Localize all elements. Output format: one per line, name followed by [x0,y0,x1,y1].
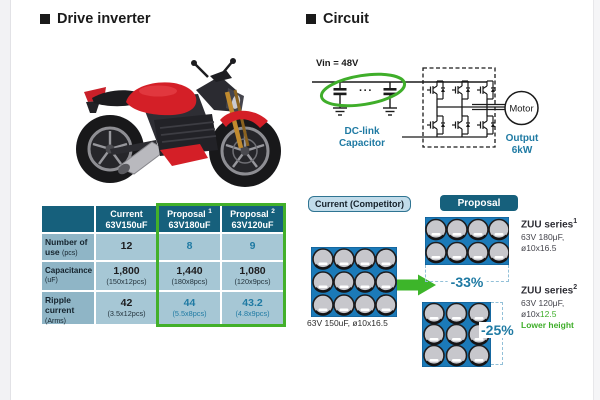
proposal1-size-reduction-bracket: -33% [425,265,509,290]
current-competitor-badge: Current (Competitor) [308,196,411,212]
square-bullet-icon [306,14,316,24]
drive-inverter-title: Drive inverter [40,11,151,27]
output-label-1: Output [506,133,539,144]
cell-capacitance-proposal1: 1,440(180x8pcs) [159,262,220,290]
cell-capacitance-current: 1,800(150x12pcs) [96,262,157,290]
cell-ripple-current: 42(3.5x12pcs) [96,292,157,324]
zuu-series2-info: ZUU series2 63V 120μF, ø10x12.5 Lower he… [521,284,597,331]
green-arrow-icon [397,274,436,296]
table-header-current: Current 63V150uF [96,206,157,232]
current-capacitor-board [311,247,397,317]
inverter-switches [402,80,505,138]
table-header-proposal1: Proposal 1 63V180uF [159,206,220,232]
green-highlight-ellipse [319,72,407,108]
left-edge-strip [0,0,11,400]
circuit-title: Circuit [306,11,369,27]
cell-ripple-proposal2: 43.2(4.8x9pcs) [222,292,283,324]
cell-ripple-proposal1: 44(5.5x8pcs) [159,292,220,324]
motorcycle-image [76,58,281,187]
square-bullet-icon [40,14,50,24]
cell-number-proposal1: 8 [159,234,220,260]
row-label-number-of-use: Number of use (pcs) [42,234,94,260]
output-label-2: 6kW [512,145,533,156]
proposal1-capacitor-board [425,217,509,265]
proposal1-reduction-label: -33% [447,274,487,290]
circuit-title-text: Circuit [323,11,369,27]
proposal-badge: Proposal [440,195,518,211]
motor-circle [504,90,539,126]
zuu-series1-info: ZUU series1 63V 180μF, ø10x16.5 [521,218,578,254]
right-edge-strip [593,0,600,400]
comparison-table: Current 63V150uF Proposal 1 63V180uF Pro… [42,206,283,325]
current-board-caption: 63V 150uF, ø10x16.5 [307,318,388,328]
row-label-capacitance: Capacitance(uF) [42,262,94,290]
ellipsis-dots: ··· [359,85,373,97]
table-header-proposal2: Proposal 2 63V120uF [222,206,283,232]
motor-label: Motor [509,104,533,115]
cell-number-current: 12 [96,234,157,260]
circuit-diagram: Vin = 48V ··· DC-link Capacitor [312,58,539,156]
cell-number-proposal2: 9 [222,234,283,260]
table-corner-cell [42,206,94,232]
dc-link-label-2: Capacitor [339,138,385,149]
proposal2-reduction-label: -25% [479,322,516,338]
row-label-ripple-current: Ripple current(Arms) [42,292,94,325]
drive-inverter-title-text: Drive inverter [57,11,151,27]
cell-capacitance-proposal2: 1,080(120x9pcs) [222,262,283,290]
front-wheel [209,115,281,187]
lower-height-note: Lower height [521,320,574,331]
vin-label: Vin = 48V [316,58,359,69]
dc-link-label-1: DC-link [345,126,380,137]
